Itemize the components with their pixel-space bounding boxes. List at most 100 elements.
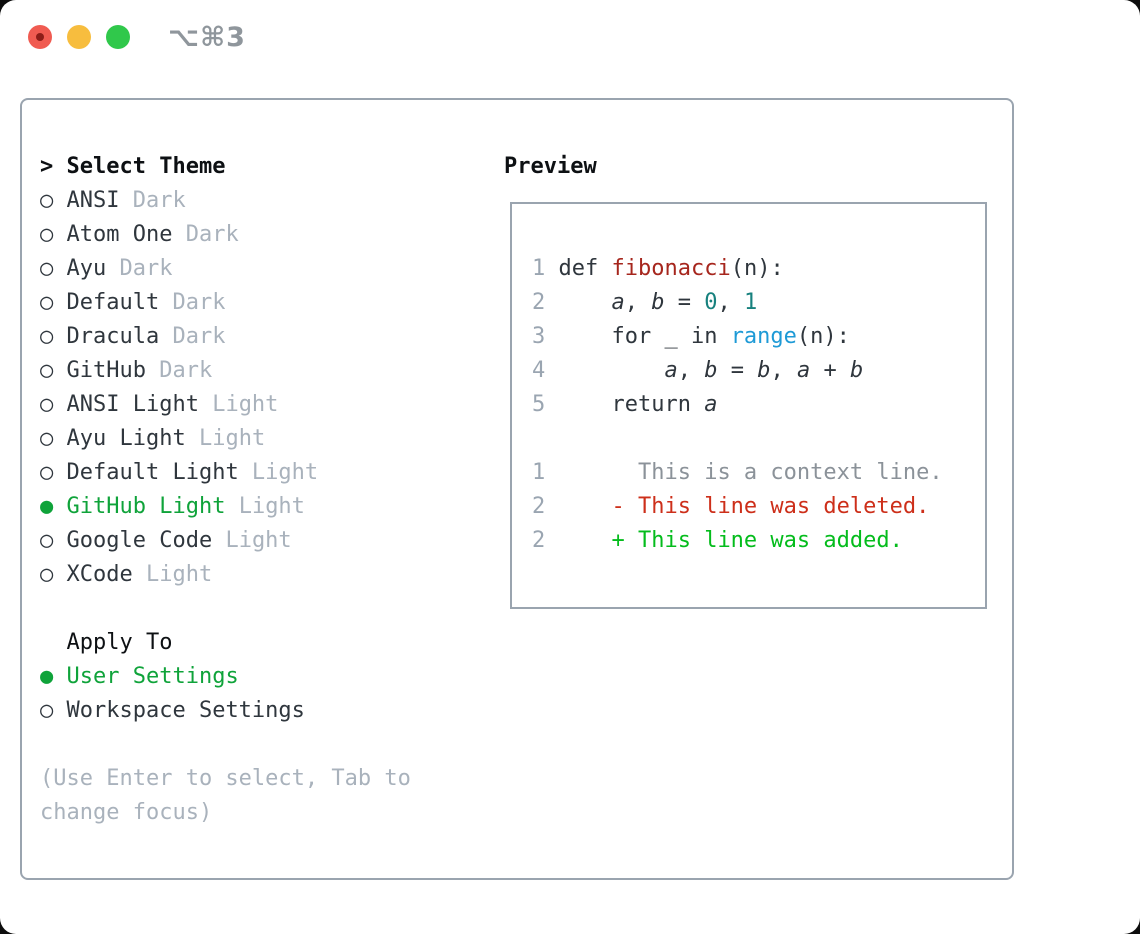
theme-option-label: Ayu (66, 256, 107, 281)
theme-option-label: Default (66, 290, 160, 315)
theme-option-tag: Light (185, 426, 266, 451)
token-text: , (770, 358, 797, 383)
select-theme-header-label: Select Theme (66, 154, 226, 179)
theme-option-label: GitHub Light (66, 494, 226, 519)
theme-option[interactable]: ○ Ayu Light Light (40, 422, 490, 456)
theme-option-label: GitHub (66, 358, 146, 383)
theme-option-tag: Dark (159, 290, 226, 315)
apply-option-label: Workspace Settings (66, 698, 305, 723)
select-theme-header: > Select Theme (40, 150, 490, 184)
token-var: b (849, 358, 864, 383)
theme-option-label: Default Light (66, 460, 239, 485)
theme-option-label: XCode (66, 562, 133, 587)
token-builtin: range (730, 324, 797, 349)
zoom-button[interactable] (106, 25, 130, 49)
code-line-text: def fibonacci(n): (559, 256, 784, 281)
token-text: (n): (730, 256, 784, 281)
line-number: 4 (532, 358, 559, 383)
apply-option[interactable]: ● User Settings (40, 660, 490, 694)
token-text: = (664, 290, 705, 315)
radio-icon: ○ (40, 324, 67, 349)
apply-to-header: Apply To (40, 626, 490, 660)
code-line-text: a, b = 0, 1 (559, 290, 758, 315)
token-func: fibonacci (611, 256, 731, 281)
code-line: 2 a, b = 0, 1 (532, 286, 985, 320)
code-line: 3 for _ in range(n): (532, 320, 985, 354)
token-text (559, 358, 665, 383)
line-number: 1 (532, 256, 559, 281)
radio-icon: ○ (40, 290, 67, 315)
record-dot-icon (36, 33, 44, 41)
code-line: 5 return a (532, 388, 985, 422)
line-number: 2 (532, 494, 559, 519)
radio-icon: ○ (40, 528, 67, 553)
radio-icon: ○ (40, 358, 67, 383)
code-line-text: a, b = b, a + b (559, 358, 864, 383)
token-text: , (717, 290, 744, 315)
radio-icon: ○ (40, 392, 67, 417)
minimize-button[interactable] (67, 25, 91, 49)
prompt-icon: > (40, 154, 67, 179)
theme-option-label: Dracula (66, 324, 160, 349)
theme-option[interactable]: ○ Ayu Dark (40, 252, 490, 286)
section-gap (40, 728, 490, 762)
theme-option-tag: Dark (119, 188, 186, 213)
token-text: , (677, 358, 705, 383)
theme-option[interactable]: ○ ANSI Light Light (40, 388, 490, 422)
token-var: a (704, 392, 718, 417)
radio-icon: ○ (40, 222, 67, 247)
radio-icon: ● (40, 494, 67, 519)
diff-line: 1 This is a context line. (532, 456, 985, 490)
token-var: b (651, 290, 665, 315)
theme-option[interactable]: ○ ANSI Dark (40, 184, 490, 218)
diff-line-text: + This line was added. (558, 528, 903, 553)
theme-option[interactable]: ○ Atom One Dark (40, 218, 490, 252)
window-shortcut: ⌥⌘3 (168, 22, 246, 53)
theme-option-label: Google Code (66, 528, 213, 553)
token-text: = (717, 358, 758, 383)
diff-block: 1 This is a context line. 2 - This line … (532, 456, 985, 558)
theme-option-tag: Light (238, 460, 319, 485)
radio-icon: ○ (40, 460, 67, 485)
code-block: 1 def fibonacci(n): 2 a, b = 0, 1 3 for … (532, 252, 985, 422)
diff-line-text: - This line was deleted. (558, 494, 930, 519)
close-button[interactable] (28, 25, 52, 49)
theme-option[interactable]: ○ Dracula Dark (40, 320, 490, 354)
radio-icon: ○ (40, 562, 67, 587)
theme-option-label: ANSI (66, 188, 120, 213)
theme-option-tag: Light (198, 392, 279, 417)
theme-option[interactable]: ○ Default Light Light (40, 456, 490, 490)
apply-option-label: User Settings (66, 664, 239, 689)
apply-option[interactable]: ○ Workspace Settings (40, 694, 490, 728)
token-num: 1 (743, 290, 758, 315)
token-text: def (558, 256, 612, 281)
line-number: 3 (532, 324, 559, 349)
diff-line: 2 + This line was added. (532, 524, 985, 558)
theme-options-list: ○ ANSI Dark ○ Atom One Dark ○ Ayu Dark ○… (40, 184, 490, 592)
titlebar: ⌥⌘3 (0, 0, 1140, 70)
theme-option-tag: Dark (145, 358, 213, 383)
line-number: 2 (532, 290, 559, 315)
code-diff-gap (532, 422, 985, 456)
theme-option[interactable]: ○ GitHub Dark (40, 354, 490, 388)
theme-option[interactable]: ○ Default Dark (40, 286, 490, 320)
token-var: b (757, 358, 771, 383)
diff-line-text: This is a context line. (558, 460, 943, 485)
radio-icon: ○ (40, 698, 67, 723)
token-text (559, 290, 612, 315)
theme-option-label: Atom One (66, 222, 173, 247)
theme-option-tag: Light (212, 528, 292, 553)
token-text: (n): (796, 324, 850, 349)
token-var: a (664, 358, 678, 383)
theme-option[interactable]: ○ Google Code Light (40, 524, 490, 558)
line-number: 2 (532, 528, 559, 553)
theme-list-column: > Select Theme ○ ANSI Dark ○ Atom One Da… (40, 150, 490, 830)
token-var: b (704, 358, 718, 383)
theme-option-tag: Light (132, 562, 213, 587)
theme-picker-panel: > Select Theme ○ ANSI Dark ○ Atom One Da… (20, 98, 1014, 880)
theme-option[interactable]: ○ XCode Light (40, 558, 490, 592)
theme-option-tag: Dark (106, 256, 173, 281)
theme-option[interactable]: ● GitHub Light Light (40, 490, 490, 524)
apply-options-list: ● User Settings ○ Workspace Settings (40, 660, 490, 728)
token-text: for _ in (558, 324, 731, 349)
